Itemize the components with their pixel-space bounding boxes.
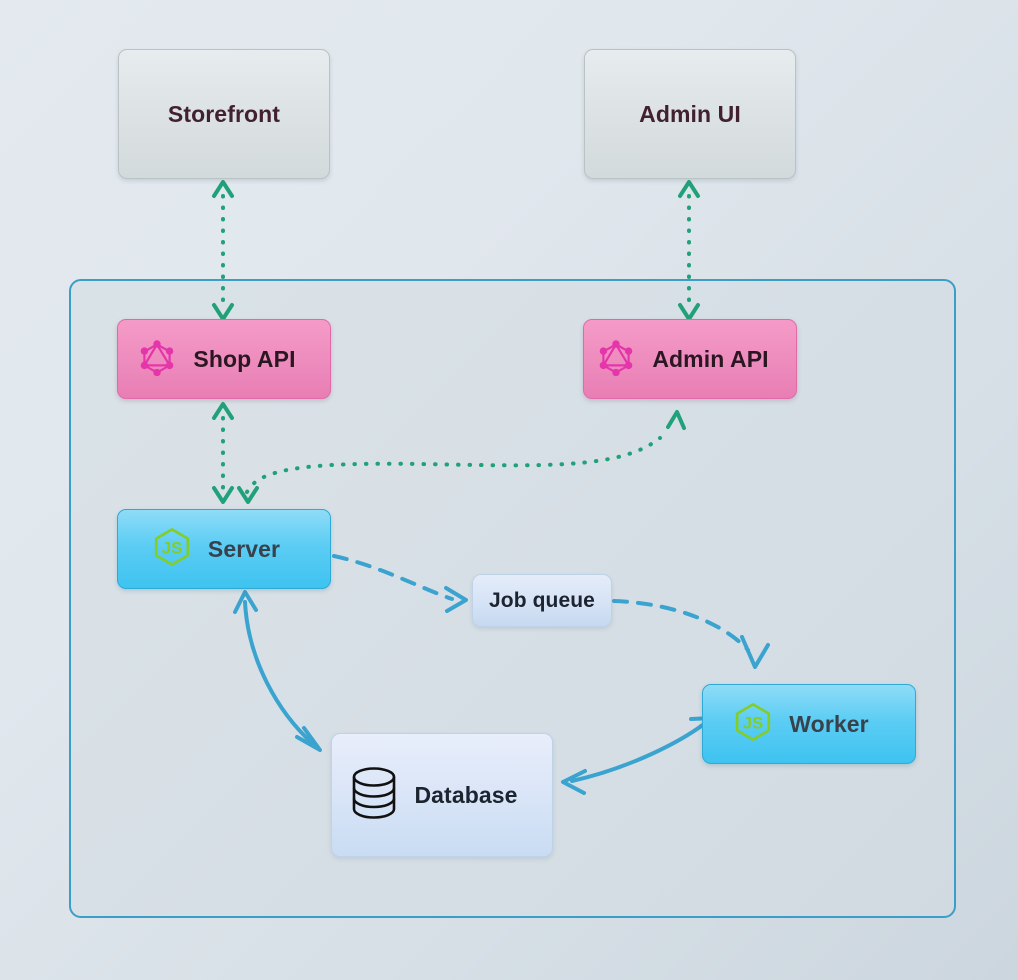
edge-job-queue-worker [612,599,770,669]
nodejs-icon: JS [150,525,194,574]
edge-server-admin-api [237,410,686,504]
graphql-icon [136,336,178,383]
node-admin-ui-label: Admin UI [639,100,741,127]
node-server-label: Server [207,535,281,562]
node-shop-api-label: Shop API [193,345,296,372]
node-database-label: Database [414,781,518,808]
node-database[interactable]: Database [331,733,553,857]
node-storefront[interactable]: Storefront [118,49,330,179]
node-storefront-label: Storefront [167,100,281,127]
graphql-icon [595,336,637,383]
node-job-queue-label: Job queue [489,588,595,612]
node-admin-api-label: Admin API [652,345,769,372]
node-server[interactable]: JS Server [117,509,331,589]
nodejs-icon: JS [731,700,775,749]
node-admin-api[interactable]: Admin API [583,319,797,399]
node-admin-ui[interactable]: Admin UI [584,49,796,179]
edge-shop-api-server [212,402,234,504]
node-worker[interactable]: JS Worker [702,684,916,764]
svg-text:JS: JS [162,538,182,557]
node-worker-label: Worker [789,710,869,737]
database-icon [350,765,398,826]
edge-server-job-queue [332,554,468,613]
svg-text:JS: JS [743,713,763,732]
edge-server-database [233,590,322,752]
node-shop-api[interactable]: Shop API [117,319,331,399]
node-job-queue[interactable]: Job queue [472,574,612,627]
